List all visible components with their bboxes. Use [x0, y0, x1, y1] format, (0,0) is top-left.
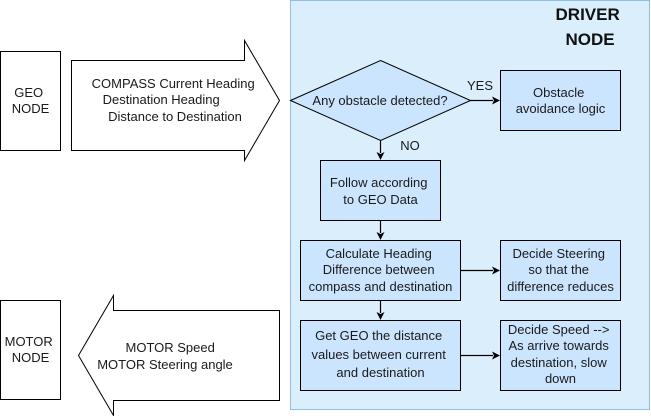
driver-node-title-line: NODE: [565, 30, 614, 49]
motor-command-arrow-line: MOTOR Steering angle: [97, 357, 233, 372]
geo-distance-label-line: Get GEO the distance: [315, 328, 442, 343]
geo-data-arrow-line: Destination Heading: [103, 92, 220, 107]
follow-geo-label-line: to GEO Data: [343, 192, 418, 207]
motor-command-arrow-line: MOTOR Speed: [126, 340, 215, 355]
geo-node-label-line: GEO: [14, 85, 43, 100]
motor-node-label: MOTOR NODE: [5, 334, 57, 365]
follow-geo-label: Follow according to GEO Data: [330, 175, 431, 207]
obstacle-decision-label-line: Any obstacle detected?: [312, 93, 447, 108]
geo-data-arrow-label: COMPASS Current Heading Destination Head…: [92, 76, 259, 124]
obstacle-avoidance-label-line: Obstacle: [533, 85, 584, 100]
decide-steering-label-line: so that the: [528, 262, 589, 277]
obstacle-avoidance-label: Obstacle avoidance logic: [516, 85, 606, 116]
motor-node-box: [0, 300, 61, 400]
decide-speed-label-line: As arrive towards: [508, 338, 609, 353]
follow-geo-box: [320, 160, 441, 221]
yes-arrowhead: [492, 96, 500, 105]
motor-node-label-line: MOTOR: [5, 334, 53, 349]
obstacle-decision-label: Any obstacle detected?: [312, 93, 447, 108]
decide-steering-label-line: difference reduces: [507, 279, 614, 294]
calc-to-steering-arrowhead: [492, 266, 500, 275]
decide-speed-label-line: down: [545, 371, 576, 386]
geo-distance-label: Get GEO the distance values between curr…: [311, 328, 449, 380]
decide-steering-label-line: Decide Steering: [512, 246, 605, 261]
geo-distance-label-line: and destination: [336, 365, 424, 380]
decide-speed-label: Decide Speed --> As arrive towards desti…: [508, 322, 613, 386]
calculate-heading-label-line: Difference between: [323, 262, 435, 277]
no-arrowhead: [376, 152, 385, 160]
distance-to-speed-arrowhead: [492, 351, 500, 360]
driver-node-title: DRIVER NODE: [556, 5, 625, 49]
driver-node-title-line: DRIVER: [556, 5, 620, 24]
motor-command-arrow-label: MOTOR Speed MOTOR Steering angle: [97, 340, 233, 372]
geo-node-label: GEO NODE: [12, 85, 50, 116]
decide-steering-box: [500, 240, 621, 301]
geo-node-box: [0, 51, 61, 151]
decide-speed-label-line: destination, slow: [511, 355, 608, 370]
geo-node-label-line: NODE: [12, 101, 50, 116]
follow-geo-label-line: Follow according: [330, 175, 428, 190]
decide-steering-label: Decide Steering so that the difference r…: [507, 246, 614, 294]
motor-node-label-line: NODE: [12, 350, 50, 365]
follow-to-calc-arrowhead: [376, 232, 385, 240]
decide-speed-label-line: Decide Speed -->: [508, 322, 610, 337]
calculate-heading-label-line: Calculate Heading: [326, 246, 432, 261]
obstacle-avoidance-label-line: avoidance logic: [516, 101, 606, 116]
geo-data-arrow-line: Distance to Destination: [108, 109, 242, 124]
motor-command-arrow: [77, 293, 280, 416]
geo-data-arrow: [71, 38, 281, 163]
geo-distance-label-line: values between current: [311, 347, 446, 362]
calc-to-distance-arrowhead: [376, 312, 385, 320]
calculate-heading-label: Calculate Heading Difference between com…: [309, 246, 453, 294]
yes-label: YES: [467, 78, 493, 93]
decide-speed-box: [500, 320, 621, 391]
calculate-heading-label-line: compass and destination: [309, 279, 453, 294]
geo-data-arrow-line: COMPASS Current Heading: [92, 76, 255, 91]
obstacle-avoidance-box: [500, 70, 621, 131]
no-label: NO: [400, 138, 420, 153]
